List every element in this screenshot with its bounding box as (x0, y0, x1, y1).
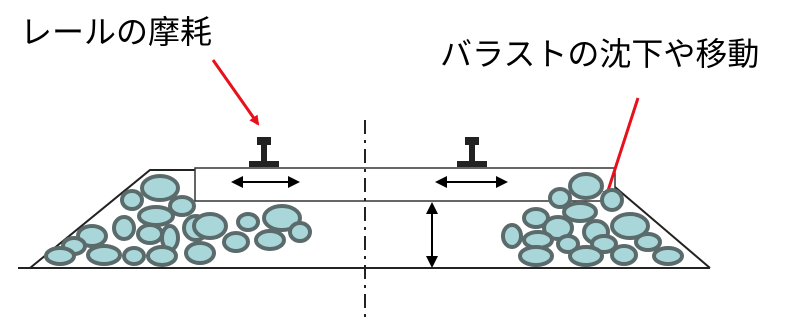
ballast-label: バラストの沈下や移動 (440, 35, 760, 73)
rail-wear-label: レールの摩耗 (20, 13, 213, 51)
ballast-stones-left (44, 174, 312, 267)
rail-left-icon (249, 137, 279, 167)
sleeper (194, 167, 616, 202)
rail-right-icon (457, 137, 487, 167)
rail-wear-callout-arrow (211, 59, 260, 126)
ballast-stones-right (501, 172, 684, 267)
ballast-callout-arrow (602, 97, 640, 202)
